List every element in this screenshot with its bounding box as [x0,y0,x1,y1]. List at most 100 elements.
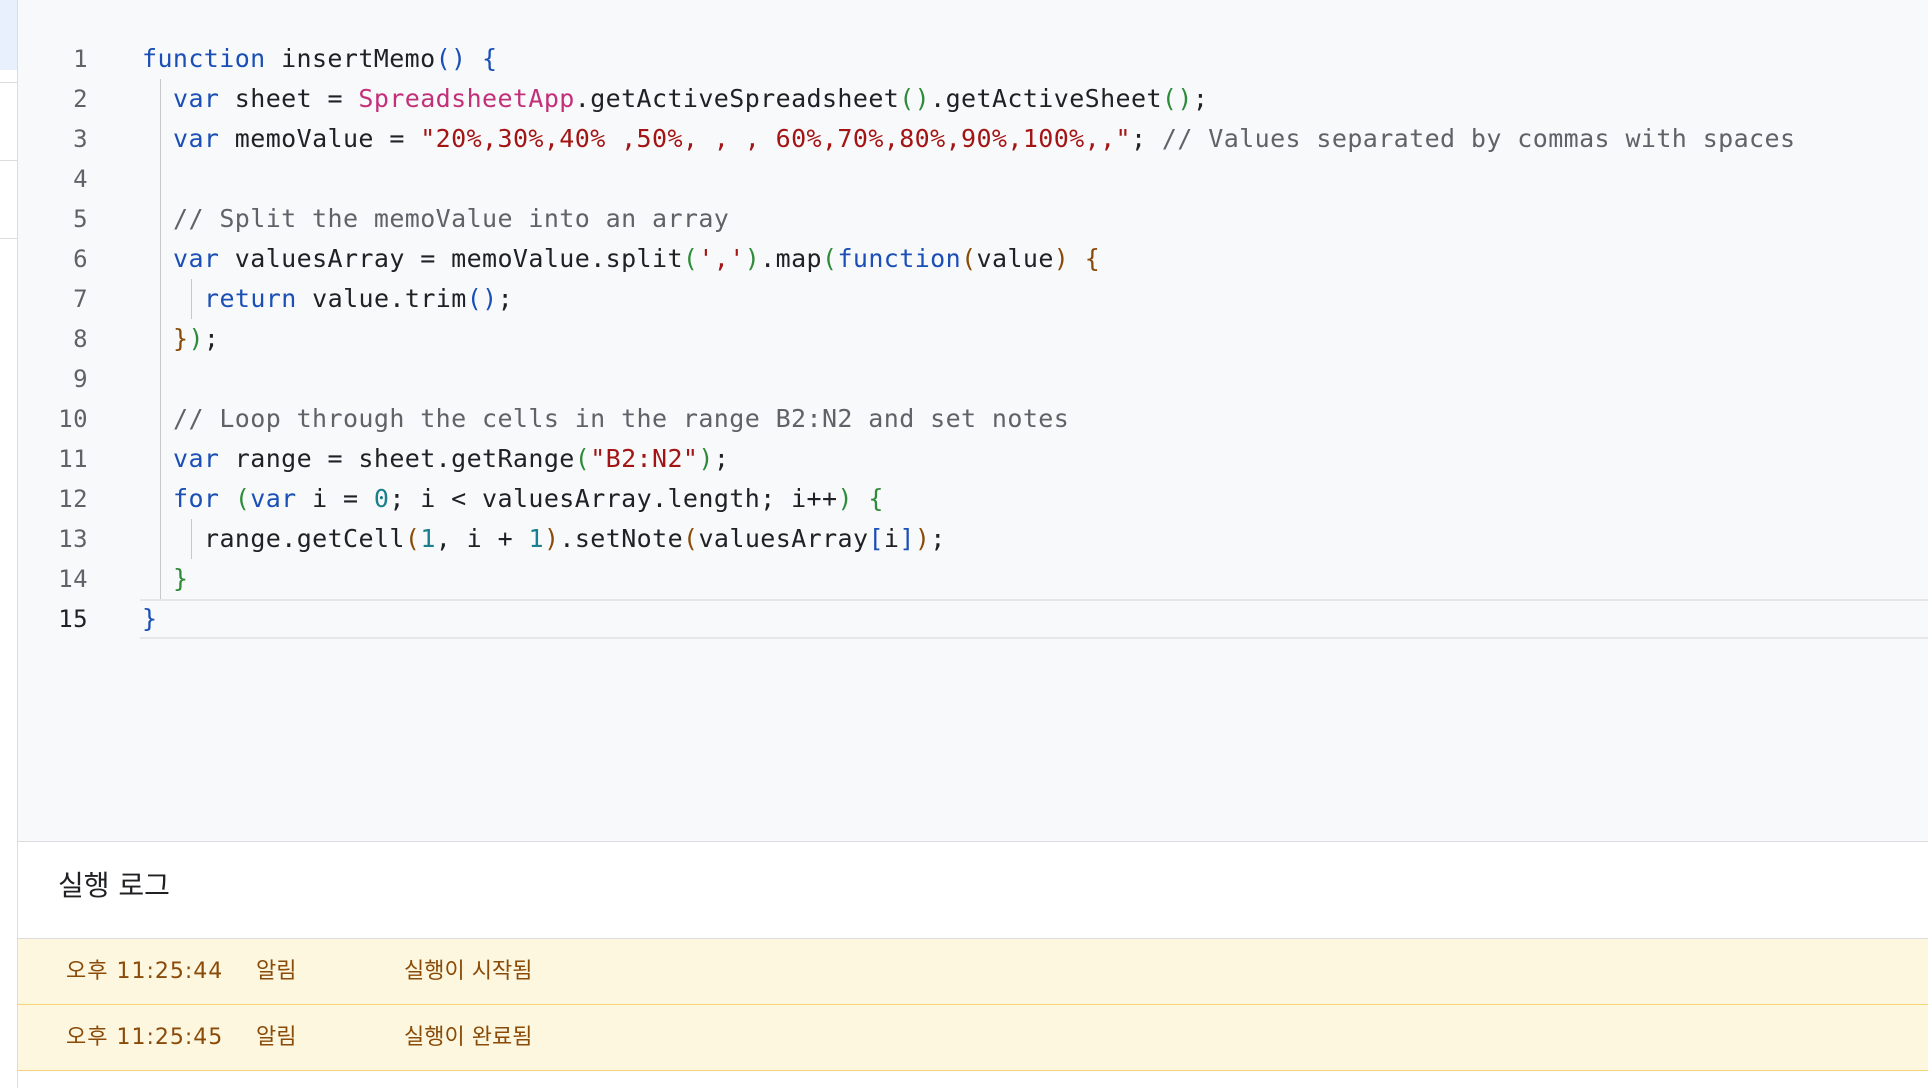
code-token: ) [1053,244,1070,273]
code-token: .map [760,244,822,273]
code-token: 0 [373,484,390,513]
code-token: ; [1131,124,1162,153]
code-token: range = sheet.getRange [219,444,575,473]
indent-guide [160,79,161,119]
code-text: var valuesArray = memoValue.split(',').m… [173,239,1100,279]
indent-guide [160,199,161,239]
code-token: () [1161,84,1193,113]
line-number: 15 [58,605,88,633]
code-token: ( [683,524,699,553]
code-token: ( [682,244,699,273]
log-level: 알림 [256,959,297,984]
line-number: 7 [73,285,88,313]
side-panel-divider [0,238,17,239]
code-token: } [142,604,158,633]
code-line[interactable]: 10// Loop through the cells in the range… [18,399,1928,439]
indent-guide [160,399,161,439]
code-text: for (var i = 0; i < valuesArray.length; … [173,479,884,519]
code-token: () [899,84,931,113]
code-token: 1 [528,524,544,553]
code-token: ) [914,524,931,553]
indent-guide [160,279,161,319]
code-line[interactable]: 12 for (var i = 0; i < valuesArray.length… [18,479,1928,519]
code-token: var [173,444,220,473]
code-line[interactable]: 5 // Split the memoValue into an array [18,199,1928,239]
indent-guide [160,479,161,519]
indent-guide [160,519,161,559]
execution-log-panel: 실행 로그 오후 11:25:44 알림 실행이 시작됨 오후 11:25:45… [18,842,1928,1088]
side-panel-active-marker [0,0,17,70]
code-line[interactable]: 2 var sheet = SpreadsheetApp.getActiveSpr… [18,79,1928,119]
code-token: // Values separated by commas with space… [1161,124,1796,153]
code-token: function [837,244,962,273]
code-text: var range = sheet.getRange("B2:N2"); [173,439,729,479]
code-token: "B2:N2" [590,444,699,473]
code-token: // Split the memoValue into an array [173,204,730,233]
indent-guide [160,559,161,599]
line-number: 9 [73,365,88,393]
code-token: insertMemo [265,44,436,73]
side-panel-divider [0,160,17,161]
indent-guide [160,439,161,479]
indent-guide [191,279,192,319]
code-token: ) [837,484,853,513]
code-token: var [173,244,220,273]
code-token: [ [868,524,884,553]
line-number: 2 [73,85,88,113]
code-token [219,484,234,513]
line-number: 8 [73,325,88,353]
code-text: return value.trim(); [204,279,513,319]
code-token: ( [574,444,591,473]
code-token: ) [698,444,714,473]
code-token: function [142,44,266,73]
code-text: } [173,559,188,599]
code-text: }); [173,319,219,359]
code-token: memoValue = [219,124,421,153]
log-time: 오후 11:25:44 [66,959,224,984]
code-token: ) [188,324,204,353]
code-token: var [250,484,297,513]
log-level: 알림 [256,1025,297,1050]
code-text: // Split the memoValue into an array [173,199,729,239]
code-token [1069,244,1084,273]
code-line[interactable]: 9 [18,359,1928,399]
code-line[interactable]: 7 return value.trim(); [18,279,1928,319]
code-text: range.getCell(1, i + 1).setNote(valuesAr… [204,519,946,559]
code-token: ) [543,524,560,553]
code-token: value.trim [296,284,467,313]
line-number: 12 [58,485,88,513]
code-token: ; i < valuesArray.length; i++ [389,484,838,513]
code-line[interactable]: 8}); [18,319,1928,359]
code-token: , i + [435,524,529,553]
code-line[interactable]: 14} [18,559,1928,599]
code-token: ; [930,524,946,553]
code-token: var [173,84,220,113]
code-token: valuesArray [698,524,869,553]
code-token: .getActiveSpreadsheet [574,84,900,113]
log-row: 오후 11:25:45 알림 실행이 완료됨 [18,1005,1928,1071]
log-message: 실행이 시작됨 [404,959,533,984]
code-token: ( [404,524,421,553]
code-line[interactable]: 4 [18,159,1928,199]
code-token: valuesArray = memoValue.split [219,244,683,273]
line-number: 5 [73,205,88,233]
indent-guide [160,319,161,359]
code-token: ] [899,524,915,553]
code-token: ( [234,484,251,513]
code-text: var sheet = SpreadsheetApp.getActiveSpre… [173,79,1208,119]
code-token: } [173,564,189,593]
code-token: ; [203,324,220,353]
code-text: function insertMemo() { [142,39,497,79]
code-token: 1 [420,524,436,553]
code-token [467,44,482,73]
side-panel-divider [0,82,17,83]
code-line[interactable]: 15} [18,599,1928,639]
code-token [853,484,868,513]
